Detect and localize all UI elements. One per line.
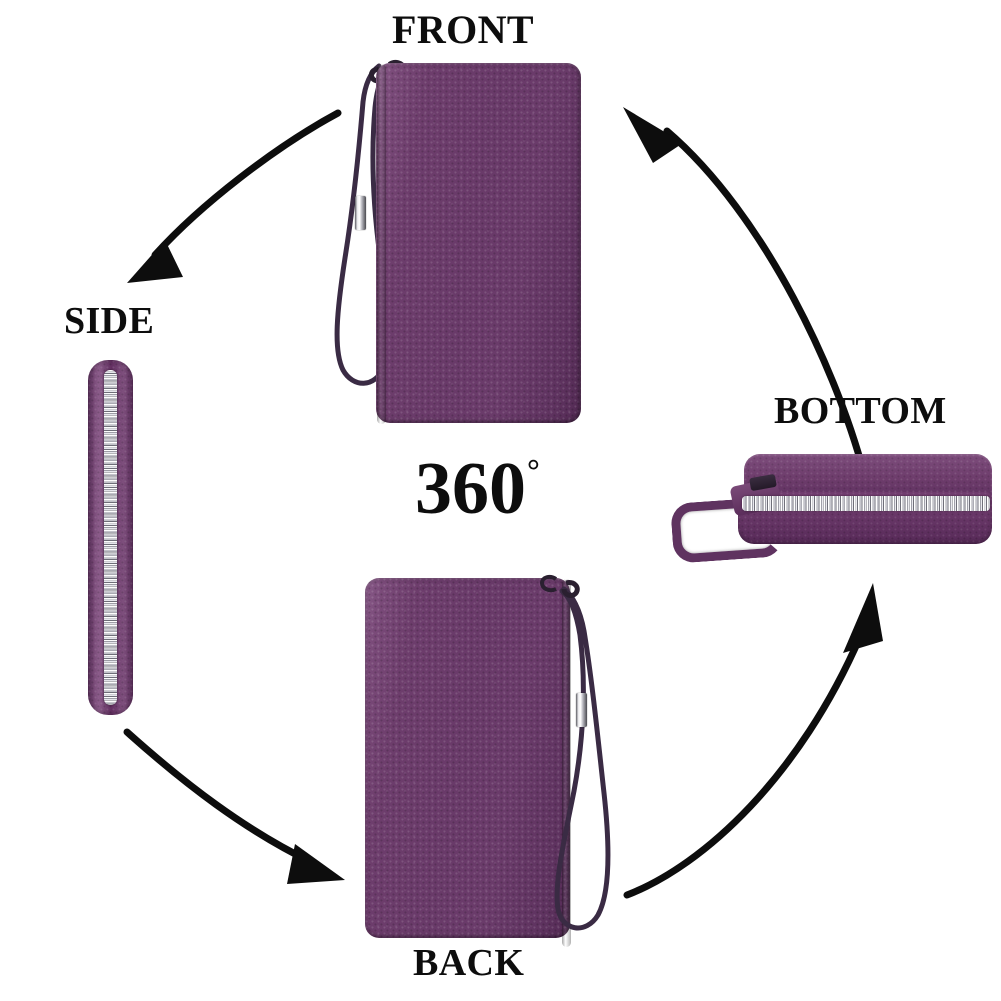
wallet-spine-zipper-back [562,579,571,947]
view-label-side: SIDE [64,300,155,342]
arrow-back-to-bottom-icon [623,583,883,899]
wallet-zipper-side [104,370,117,705]
strap-metal-bead-front [355,196,366,230]
wallet-bottom-view [670,452,992,572]
degree-symbol: ° [527,452,540,489]
wristlet-strap-back [554,586,611,931]
wallet-front-view [313,58,583,430]
arrow-bottom-to-front-icon [623,107,871,489]
wallet-back-view [362,573,632,953]
badge-360-degrees: 360° [415,452,540,526]
view-label-front: FRONT [392,7,534,52]
arrow-side-to-back-icon [123,728,345,884]
view-label-bottom: BOTTOM [774,390,947,432]
wallet-body-front [376,63,581,423]
wallet-side-view [76,360,148,715]
wallet-spine-zipper-front [377,64,386,424]
wallet-body-back [365,578,570,938]
wallet-zipper-bottom [742,496,990,511]
badge-360-number: 360 [415,448,526,530]
strap-metal-bead-back [576,693,587,727]
view-label-back: BACK [413,942,525,984]
wristlet-strap-front [334,63,390,386]
zipper-pull-back-icon [539,574,580,599]
